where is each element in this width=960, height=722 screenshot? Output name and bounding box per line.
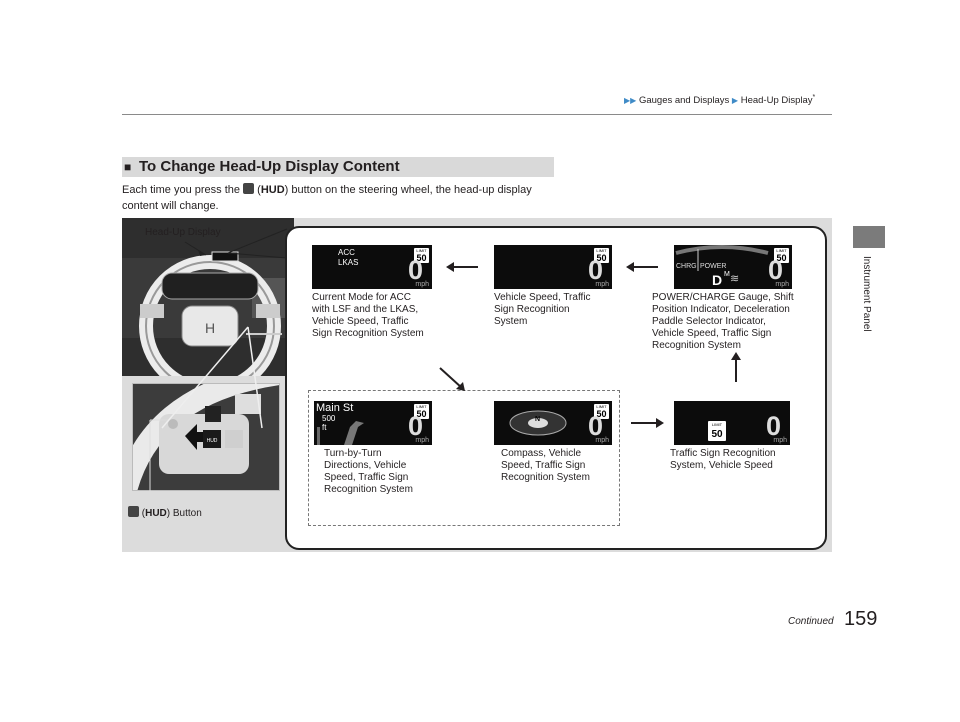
hud-button-icon [128,506,139,517]
section-marker: ■ [124,160,132,174]
continued-label: Continued [788,616,834,627]
speed-value: 0 [407,255,423,285]
breadcrumb-arrow-icon: ▶▶ [624,96,637,106]
head-up-display-label: Head-Up Display [145,227,221,238]
breadcrumb: ▶▶ Gauges and Displays ▶ Head-Up Display… [624,94,815,106]
hud-button-icon [243,183,255,194]
chapter-tab [853,226,885,248]
breadcrumb-item[interactable]: Gauges and Displays [638,95,730,107]
svg-text:HUD: HUD [207,438,218,444]
chevron-down-icon: ≋ [730,273,740,285]
svg-text:H: H [205,320,215,336]
breadcrumb-arrow-icon: ▶ [731,96,739,106]
speed-value: 0 [587,411,603,441]
footnote-mark: * [812,94,816,101]
speed-limit-sign: LIMIT 50 [708,421,726,441]
speed-value: 0 [765,411,781,441]
chapter-label: Instrument Panel [861,256,872,332]
hud-screen-traffic-sign: LIMIT 50 0 mph [674,401,790,445]
steering-wheel-illustration: H [122,218,294,376]
speed-value: 0 [587,255,603,285]
arrow-down-right-icon [439,367,463,389]
intro-paragraph: Each time you press the (HUD) button on … [122,183,532,212]
compass-icon [509,410,567,436]
speed-value: 0 [407,411,423,441]
speed-value: 0 [767,255,783,285]
page-number: 159 [844,608,878,630]
turn-arrow-icon [317,421,364,445]
breadcrumb-item[interactable]: Head-Up Display [740,95,813,107]
header-divider [122,114,832,115]
section-title: To Change Head-Up Display Content [139,158,400,175]
section-heading: ■ To Change Head-Up Display Content [122,157,554,177]
hud-button-label: (HUD) Button [128,506,202,520]
